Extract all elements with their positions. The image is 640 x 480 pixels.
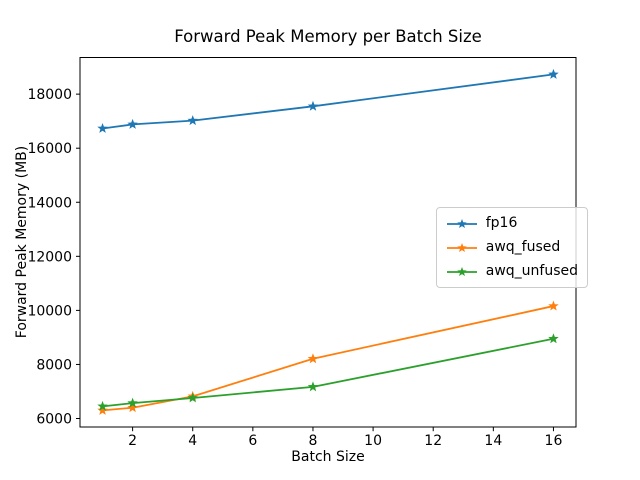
x-tick-label: 16 [545,433,563,449]
marker-fp16 [187,115,198,126]
marker-awq_fused [307,353,319,364]
chart-title: Forward Peak Memory per Batch Size [174,27,482,46]
marker-fp16 [97,122,108,133]
marker-fp16 [548,68,559,79]
marker-awq_unfused [548,333,559,344]
marker-awq_fused [127,402,138,413]
legend-label: awq_fused [485,239,561,255]
marker-awq_fused [548,300,559,311]
x-axis-label: Batch Size [291,449,365,465]
marker-awq_unfused [187,392,198,403]
x-tick-label: 2 [128,433,137,449]
legend-swatch-awq_fused [446,242,477,252]
legend-entry-fp16: fp16 [446,213,578,234]
star-marker-icon [456,266,467,276]
x-tick-label: 6 [248,433,257,449]
y-tick-label: 6000 [36,412,72,428]
star-marker-icon [456,242,467,252]
marker-awq_unfused [307,381,319,392]
y-tick-label: 8000 [36,357,72,373]
legend: fp16 awq_fused awq_unfused [435,207,588,288]
y-axis-label: Forward Peak Memory (MB) [14,145,30,339]
y-tick-label: 16000 [27,141,72,157]
x-tick-label: 14 [484,433,502,449]
y-tick-label: 18000 [27,87,72,103]
legend-label: fp16 [485,215,518,231]
legend-swatch-fp16 [446,218,477,228]
series-line-awq_fused [102,305,554,412]
x-tick-label: 12 [424,433,442,449]
legend-entry-awq_fused: awq_fused [446,237,578,258]
x-tick-label: 10 [364,433,382,449]
marker-awq_unfused [97,400,108,411]
x-tick-label: 4 [188,433,197,449]
y-tick-label: 10000 [27,303,72,319]
series-line-fp16 [102,73,554,130]
star-marker-icon [456,218,467,228]
series-line-awq_unfused [102,337,554,408]
x-tick-label: 8 [309,433,318,449]
legend-swatch-awq_unfused [446,266,477,276]
y-tick-label: 12000 [27,249,72,265]
legend-entry-awq_unfused: awq_unfused [446,261,578,282]
y-tick-label: 14000 [27,195,72,211]
marker-awq_unfused [127,397,138,408]
marker-fp16 [307,100,319,111]
marker-fp16 [127,118,138,129]
legend-label: awq_unfused [485,263,578,279]
marker-awq_fused [97,404,108,415]
